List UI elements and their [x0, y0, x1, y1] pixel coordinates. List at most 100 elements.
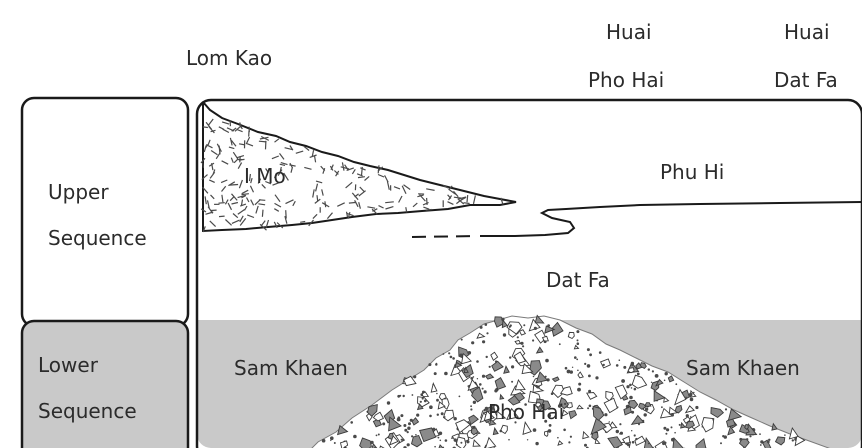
pho-hai-grain [403, 395, 405, 397]
pho-hai-grain [784, 434, 786, 436]
pho-hai-grain [623, 366, 626, 369]
i-mo-texture-stroke [467, 195, 468, 202]
pho-hai-grain [616, 430, 619, 433]
pho-hai-grain [402, 439, 404, 441]
pho-hai-grain [589, 405, 592, 408]
section-panel-fill [197, 100, 862, 448]
pho-hai-grain [353, 435, 357, 439]
pho-hai-grain [468, 351, 472, 355]
pho-hai-grain [522, 345, 524, 347]
pho-hai-grain [485, 323, 488, 326]
pho-hai-grain [631, 430, 632, 431]
pho-hai-clast [628, 368, 634, 373]
pho-hai-grain [429, 415, 432, 418]
pho-hai-grain [767, 441, 770, 444]
pho-hai-grain [557, 437, 559, 439]
pho-hai-grain [631, 411, 634, 414]
pho-hai-grain [387, 401, 390, 404]
i-mo-texture-stroke [259, 141, 266, 142]
pho-hai-grain [480, 326, 483, 329]
pho-hai-grain [459, 396, 461, 398]
pho-hai-grain [604, 413, 607, 416]
pho-hai-grain [424, 400, 427, 403]
pho-hai-grain [378, 434, 380, 436]
pho-hai-grain [548, 429, 552, 433]
unit-label-i-mo: I Mo [244, 164, 286, 188]
pho-hai-grain [661, 406, 663, 408]
pho-hai-grain [437, 414, 439, 416]
pho-hai-grain [578, 383, 581, 386]
pho-hai-grain [470, 405, 472, 407]
pho-hai-grain [443, 353, 445, 355]
pho-hai-grain [436, 363, 438, 365]
pho-hai-grain [634, 434, 636, 436]
pho-hai-grain [746, 438, 748, 440]
pho-hai-grain [416, 414, 419, 417]
pho-hai-grain [626, 442, 629, 445]
pho-hai-grain [664, 380, 666, 382]
pho-hai-grain [690, 416, 692, 418]
pho-hai-grain [679, 424, 681, 426]
pho-hai-grain [533, 428, 537, 432]
pho-hai-grain [461, 339, 463, 341]
pho-hai-grain [434, 372, 437, 375]
pho-hai-grain [454, 438, 457, 441]
pho-hai-grain [749, 435, 751, 437]
pho-hai-grain [599, 351, 602, 354]
pho-hai-grain [520, 342, 523, 345]
i-mo-texture-stroke [203, 163, 204, 168]
pho-hai-grain [690, 398, 694, 402]
pho-hai-grain [429, 405, 433, 409]
pho-hai-grain [452, 357, 455, 360]
pho-hai-grain [603, 364, 605, 366]
i-mo-texture-stroke [325, 201, 326, 207]
unit-label-phu-hi: Phu Hi [660, 160, 724, 184]
pho-hai-grain [570, 436, 572, 438]
pho-hai-grain [689, 393, 693, 397]
pho-hai-grain [330, 436, 334, 440]
pho-hai-grain [438, 437, 440, 439]
pho-hai-grain [473, 401, 476, 404]
pho-hai-grain [477, 378, 478, 379]
pho-hai-grain [712, 419, 714, 421]
pho-hai-grain [651, 382, 652, 383]
pho-hai-grain [662, 442, 665, 445]
pho-hai-grain [637, 373, 640, 376]
pho-hai-grain [570, 370, 573, 373]
upper-sequence-label-line2: Sequence [48, 226, 147, 250]
location-huai-pho-hai-line1: Huai [606, 20, 652, 44]
pho-hai-grain [471, 341, 474, 344]
dashed-contact [412, 236, 478, 237]
i-mo-texture-stroke [219, 203, 225, 204]
pho-hai-grain [434, 446, 436, 448]
pho-hai-grain [577, 342, 580, 345]
pho-hai-grain [629, 384, 632, 387]
pho-hai-grain [484, 390, 487, 393]
pho-hai-grain [508, 439, 510, 441]
unit-label-pho-hai: Pho Hai [488, 400, 564, 424]
pho-hai-grain [685, 397, 687, 399]
pho-hai-grain [635, 438, 637, 440]
pho-hai-grain [576, 359, 578, 361]
pho-hai-grain [486, 356, 488, 358]
upper-sequence-label-line1: Upper [48, 180, 109, 204]
pho-hai-grain [686, 414, 689, 417]
pho-hai-grain [671, 426, 673, 428]
lower-sequence-label-line2: Sequence [38, 399, 137, 423]
i-mo-texture-stroke [464, 203, 470, 204]
upper-sequence-box [22, 98, 188, 326]
pho-hai-grain [619, 433, 621, 435]
pho-hai-grain [675, 383, 677, 385]
pho-hai-grain [665, 372, 668, 375]
pho-hai-grain [511, 365, 514, 368]
pho-hai-grain [436, 399, 439, 402]
pho-hai-grain [441, 412, 444, 415]
pho-hai-grain [511, 381, 513, 383]
pho-hai-grain [551, 392, 554, 395]
pho-hai-grain [503, 333, 506, 336]
i-mo-texture-stroke [378, 165, 379, 173]
pho-hai-grain [334, 442, 336, 444]
i-mo-texture-stroke [262, 210, 263, 217]
pho-hai-grain [566, 406, 568, 408]
pho-hai-grain [619, 359, 621, 361]
